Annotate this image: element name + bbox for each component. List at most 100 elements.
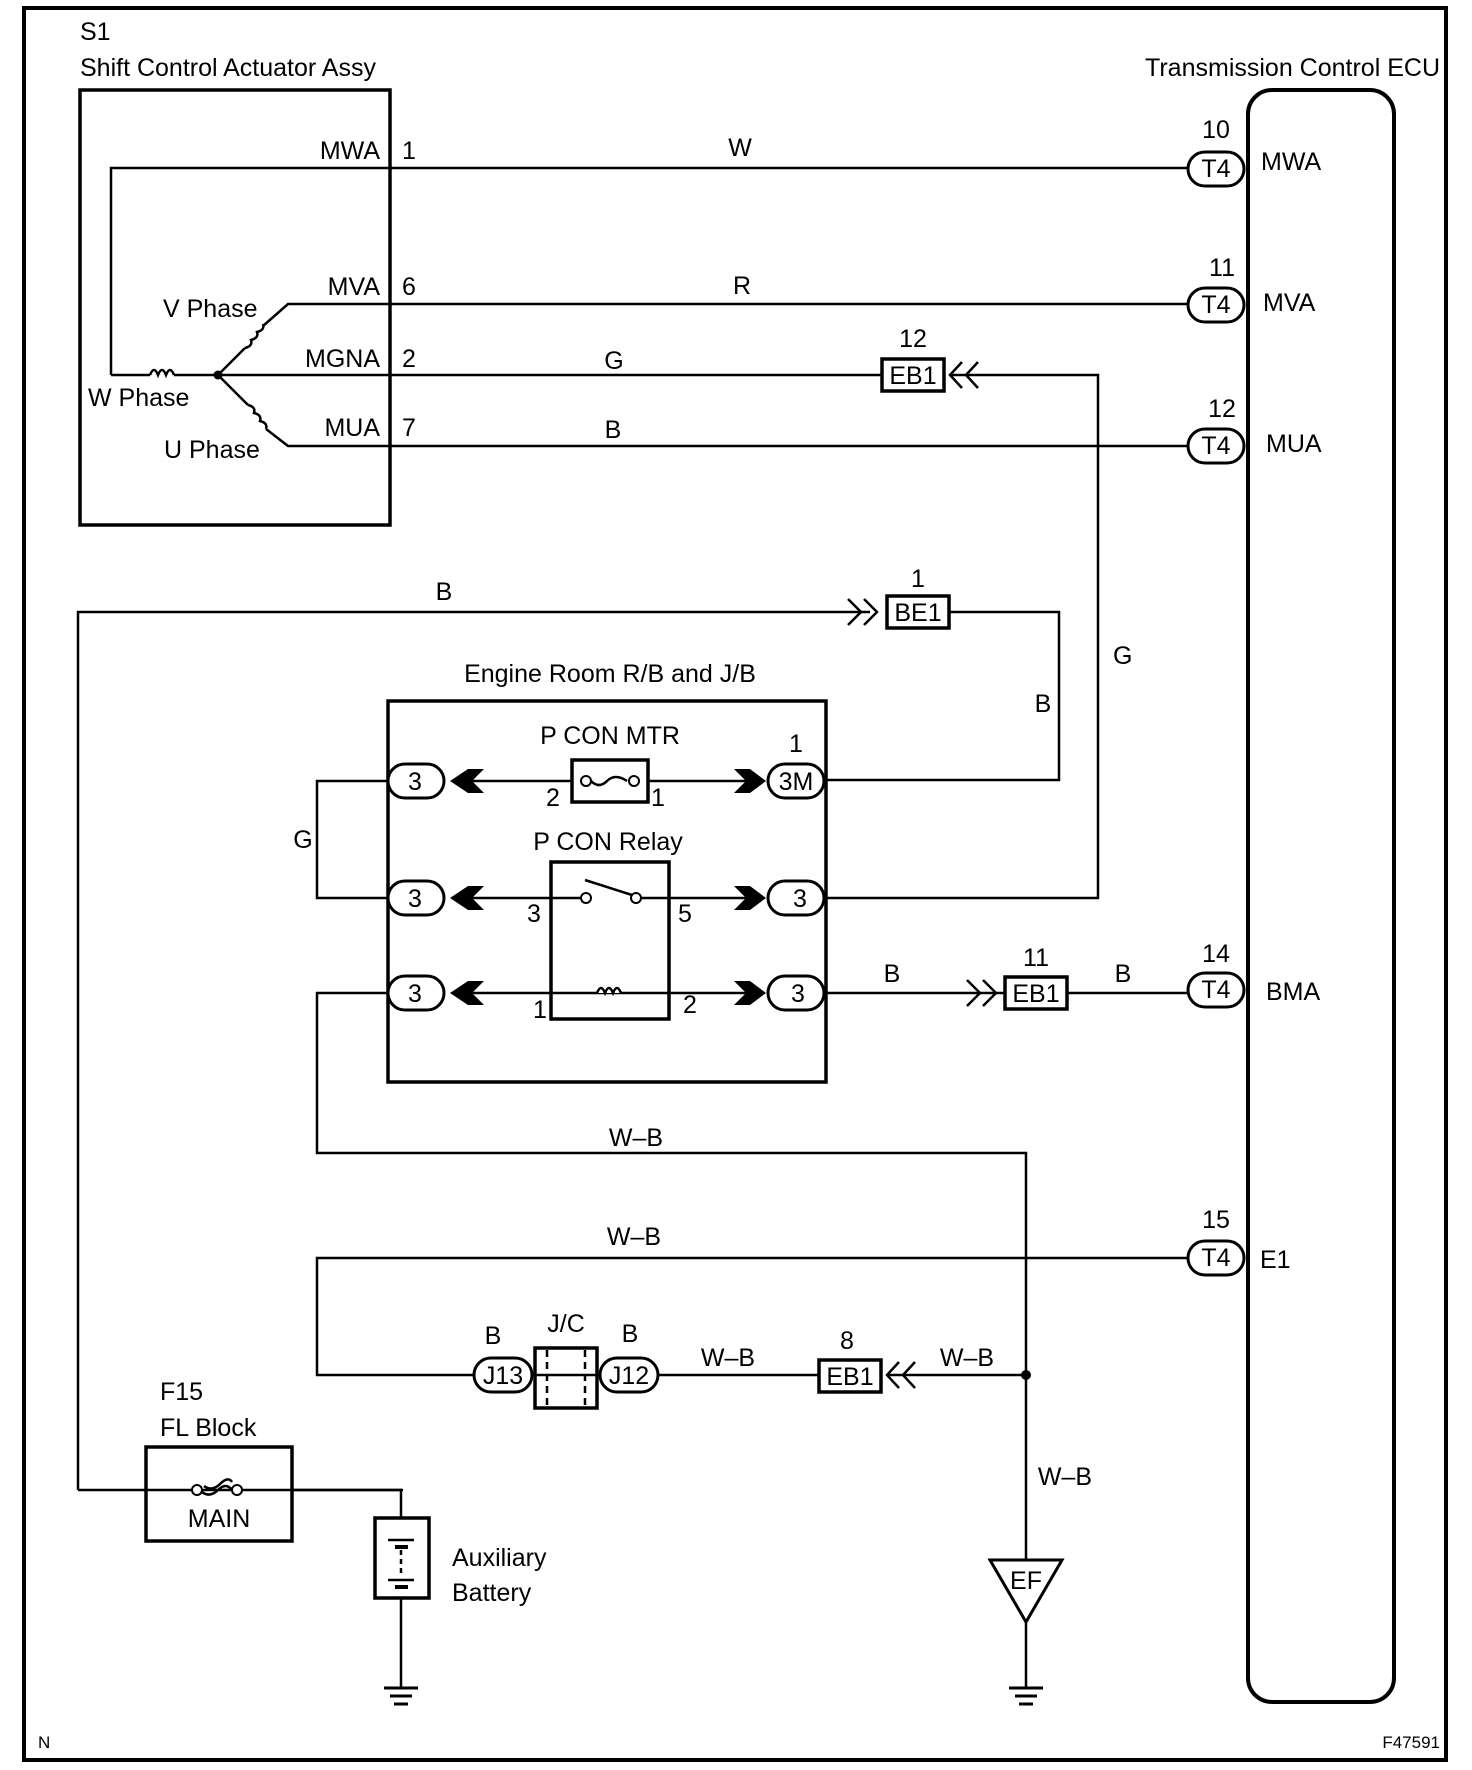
wire-color-wb-ground: W–B <box>1038 1463 1092 1491</box>
fuse-pin-right: 1 <box>651 784 665 812</box>
svg-text:12: 12 <box>899 325 927 353</box>
ecu-pin-mva: T4 11 MVA <box>1186 254 1316 324</box>
w-phase-coil-icon <box>148 368 176 379</box>
svg-text:J12: J12 <box>609 1362 649 1390</box>
wire-color-mua: B <box>605 416 622 444</box>
fl-block-code: F15 <box>160 1378 203 1406</box>
actuator-pin-num-6: 6 <box>402 273 416 301</box>
left-connector-row-3: 3 <box>386 974 484 1012</box>
inline-connector-eb1-12: EB1 12 <box>880 325 979 393</box>
svg-text:3: 3 <box>793 885 807 913</box>
fuse-name: P CON MTR <box>540 722 680 750</box>
svg-text:BMA: BMA <box>1266 978 1321 1006</box>
actuator-pin-num-7: 7 <box>402 414 416 442</box>
svg-text:3: 3 <box>408 885 422 913</box>
u-phase-label: U Phase <box>164 436 260 464</box>
relay-name: P CON Relay <box>533 828 683 856</box>
ecu-pin-mua: T4 12 MUA <box>1186 395 1322 465</box>
wire-color-bma-b: B <box>1115 960 1132 988</box>
actuator-pin-mwa: MWA <box>320 137 380 165</box>
svg-text:EF: EF <box>1010 1567 1042 1595</box>
junction-connector: J/C J13 B J12 B <box>472 1310 660 1410</box>
fl-block-name: FL Block <box>160 1414 257 1442</box>
u-phase-coil-icon <box>247 403 268 430</box>
wire-g-loop <box>315 779 388 900</box>
wire-color-wb-jc: W–B <box>701 1344 755 1372</box>
right-connector-3m: 3M 1 <box>734 730 826 800</box>
wire-color-mva: R <box>733 272 751 300</box>
wire-color-be1-in: B <box>436 578 453 606</box>
terminal-icon <box>734 769 766 793</box>
actuator-name: Shift Control Actuator Assy <box>80 54 376 82</box>
svg-text:EB1: EB1 <box>1012 980 1059 1008</box>
inline-connector-be1-1: BE1 1 <box>847 565 951 630</box>
terminal-icon <box>450 769 484 793</box>
svg-text:MVA: MVA <box>1263 289 1316 317</box>
v-phase-label: V Phase <box>163 295 258 323</box>
fl-block-fuse-main: MAIN <box>188 1505 251 1533</box>
actuator-pin-mva: MVA <box>328 273 381 301</box>
left-connector-row-1: 3 <box>386 762 484 800</box>
svg-text:11: 11 <box>1023 944 1049 972</box>
terminal-icon <box>450 981 484 1005</box>
svg-text:BE1: BE1 <box>894 599 941 627</box>
svg-text:12: 12 <box>1208 395 1236 423</box>
svg-text:MWA: MWA <box>1261 148 1321 176</box>
right-connector-3-row-3: 3 <box>734 974 826 1012</box>
battery-ground-icon <box>384 1686 418 1706</box>
auxiliary-battery <box>373 1516 431 1688</box>
junction-name: J/C <box>547 1310 585 1338</box>
battery-label-line1: Auxiliary <box>452 1544 547 1572</box>
relay-coil-icon <box>595 986 623 997</box>
actuator-pin-mua: MUA <box>324 414 380 442</box>
svg-text:T4: T4 <box>1201 1244 1230 1272</box>
actuator-box <box>78 88 392 527</box>
actuator-pin-mgna: MGNA <box>305 345 380 373</box>
inline-connector-eb1-8: EB1 8 <box>817 1327 916 1394</box>
ecu-pin-mwa: T4 10 MWA <box>1186 116 1321 188</box>
svg-text:3M: 3M <box>779 768 814 796</box>
terminal-icon <box>734 981 766 1005</box>
svg-text:T4: T4 <box>1201 155 1230 183</box>
wire-g-return <box>820 373 1100 900</box>
wire-wb-top <box>315 991 1028 1560</box>
junction-j13 <box>472 1356 534 1394</box>
svg-text:J13: J13 <box>483 1362 523 1390</box>
svg-text:14: 14 <box>1202 940 1230 968</box>
svg-text:3: 3 <box>408 980 422 1008</box>
engine-room-box-name: Engine Room R/B and J/B <box>464 660 756 688</box>
relay-switch-icon <box>580 878 642 904</box>
actuator-code: S1 <box>80 18 111 46</box>
terminal-icon <box>734 886 766 910</box>
svg-text:8: 8 <box>840 1327 854 1355</box>
svg-text:10: 10 <box>1202 116 1230 144</box>
fuse-pin-left: 2 <box>546 784 560 812</box>
wire-color-bma-a: B <box>884 960 901 988</box>
wire-color-g-return: G <box>1113 642 1132 670</box>
ecu-box <box>1246 88 1396 1704</box>
svg-text:T4: T4 <box>1201 291 1230 319</box>
wire-color-mgna: G <box>604 347 623 375</box>
svg-text:E1: E1 <box>1260 1246 1291 1274</box>
wire-color-wb-top: W–B <box>609 1124 663 1152</box>
ecu-pin-bma: T4 14 BMA <box>1186 940 1321 1009</box>
actuator-pin-num-1: 1 <box>402 137 416 165</box>
wire-color-wb-eb1: W–B <box>940 1344 994 1372</box>
male-terminal-icon <box>966 979 982 1007</box>
junction-dot <box>1021 1370 1031 1380</box>
right-connector-3-row-2: 3 <box>734 879 826 917</box>
terminal-icon <box>450 886 484 910</box>
svg-text:1: 1 <box>911 565 925 593</box>
svg-text:3: 3 <box>408 768 422 796</box>
inline-connector-eb1-11: EB1 11 <box>966 944 1069 1011</box>
figure-id: F47591 <box>1382 1733 1440 1752</box>
wire-color-be1-out: B <box>1035 690 1052 718</box>
corner-mark: N <box>38 1733 50 1752</box>
wire-be1-out <box>825 610 1061 782</box>
motor-windings <box>109 166 390 448</box>
wire-color-g-loop: G <box>293 826 312 854</box>
svg-text:T4: T4 <box>1201 432 1230 460</box>
wire-battery-feed <box>292 1488 403 1518</box>
relay-p-con <box>549 860 671 1021</box>
